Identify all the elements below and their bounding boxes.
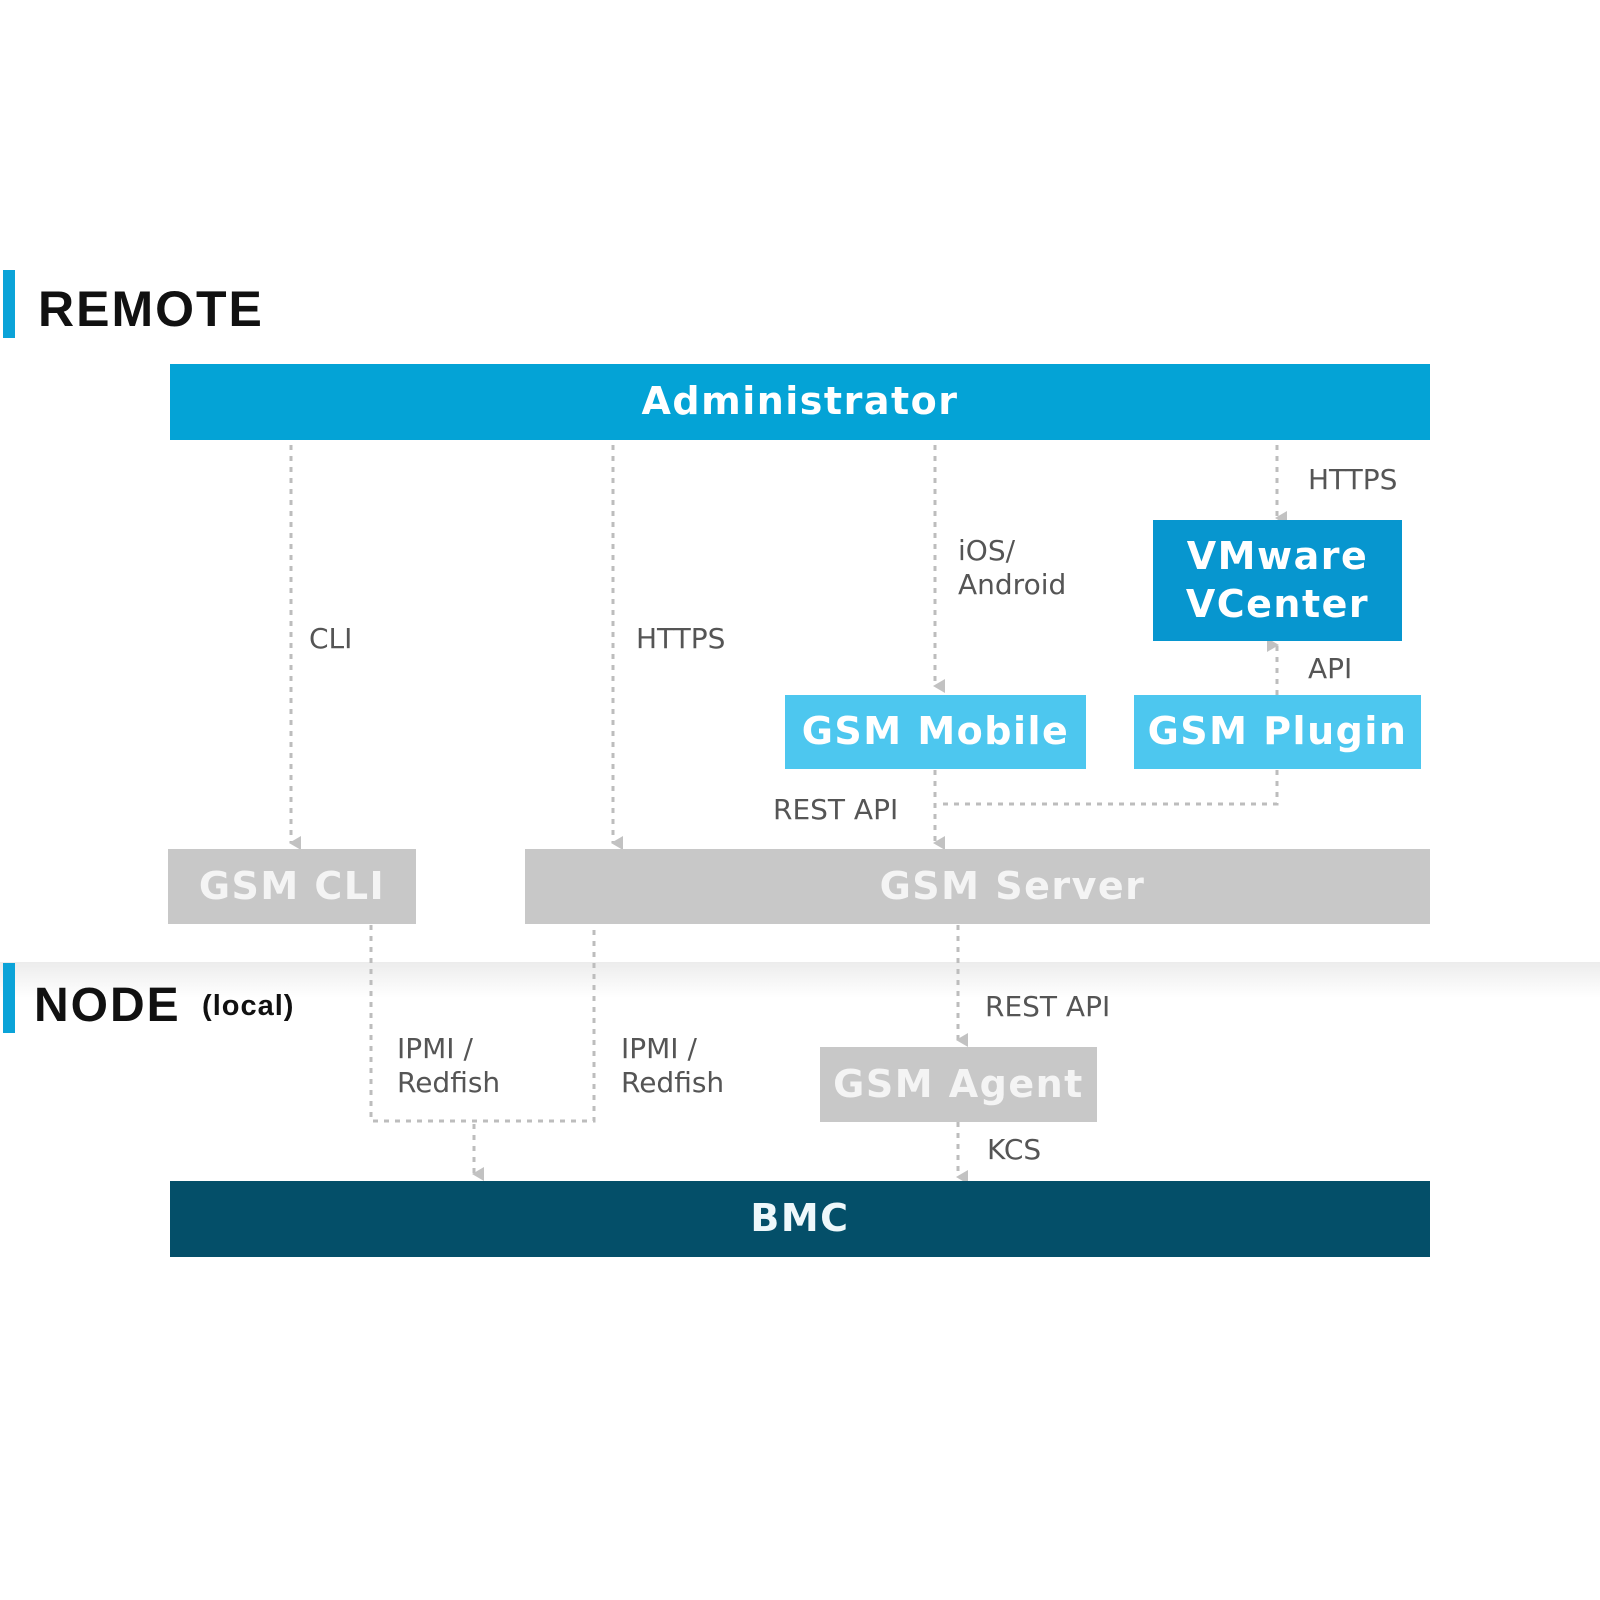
- gsm-server-box: GSM Server: [525, 849, 1430, 924]
- vmware-label-line2: VCenter: [1185, 581, 1370, 626]
- edge-label-api: API: [1308, 652, 1353, 685]
- edge-label-rest-api-agent: REST API: [985, 990, 1111, 1023]
- node-section-title: NODE (local): [34, 978, 294, 1033]
- vmware-label-line1: VMware: [1186, 534, 1369, 578]
- administrator-box: Administrator: [170, 364, 1430, 440]
- edge-label-ipmi-cli: IPMI / Redfish: [397, 1032, 501, 1099]
- node-subtitle-text: (local): [202, 990, 295, 1022]
- vmware-vcenter-box: VMware VCenter: [1153, 520, 1402, 641]
- node-title-text: NODE: [34, 979, 181, 1032]
- node-section-accent: [3, 963, 15, 1033]
- node-section-divider: [0, 962, 1600, 998]
- gsm-mobile-box: GSM Mobile: [785, 695, 1086, 769]
- edge-label-https-server: HTTPS: [636, 622, 726, 655]
- edge-label-ios-android: iOS/ Android: [958, 534, 1067, 601]
- edge-label-ipmi-server: IPMI / Redfish: [621, 1032, 725, 1099]
- gsm-agent-box: GSM Agent: [820, 1047, 1097, 1122]
- edge-label-cli: CLI: [309, 622, 353, 655]
- remote-section-title: REMOTE: [38, 281, 264, 337]
- bmc-box: BMC: [170, 1181, 1430, 1257]
- remote-section-accent: [3, 270, 15, 338]
- gsm-plugin-box: GSM Plugin: [1134, 695, 1421, 769]
- gsm-cli-box: GSM CLI: [168, 849, 416, 924]
- edge-label-rest-api-server: REST API: [773, 793, 899, 826]
- edge-plugin-server: [942, 770, 1279, 806]
- edge-label-https-vmware: HTTPS: [1308, 463, 1398, 496]
- edge-label-kcs: KCS: [987, 1133, 1042, 1166]
